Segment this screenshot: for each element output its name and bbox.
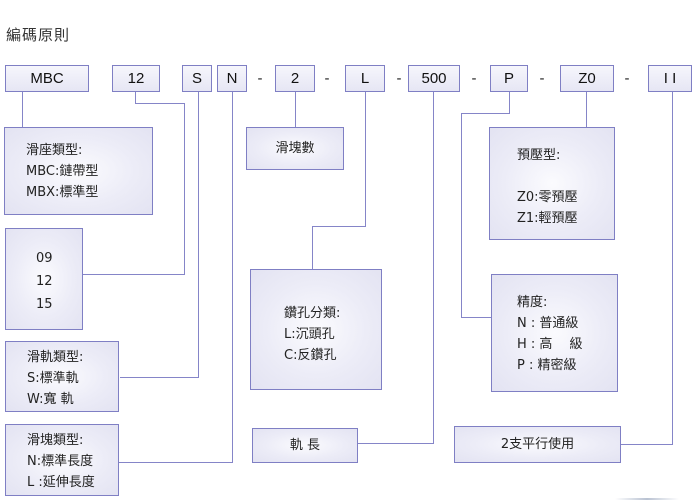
accuracy-heading: 精度:	[517, 295, 548, 310]
code-segment-parallel: I I	[648, 65, 692, 92]
size-option: 12	[36, 274, 53, 289]
accuracy-option: N : 普通級	[517, 316, 579, 331]
size-box: 09 12 15	[5, 228, 83, 330]
block-type-heading: 滑塊類型:	[27, 433, 84, 448]
connector-line	[586, 92, 587, 127]
connector-line	[312, 226, 366, 227]
hole-type-heading: 鑽孔分類:	[284, 306, 341, 321]
connector-line	[312, 226, 313, 269]
rail-type-box: 滑軌類型: S:標準軌 W:寬 軌	[5, 341, 119, 412]
rail-type-option: W:寬 軌	[27, 392, 74, 407]
block-count-label: 滑塊數	[275, 141, 315, 156]
hole-type-box: 鑽孔分類: L:沉頭孔 C:反鑽孔	[250, 269, 382, 390]
block-type-option: L :延伸長度	[27, 475, 95, 490]
connector-line	[461, 113, 462, 317]
code-separator: -	[257, 70, 263, 87]
hole-type-option: C:反鑽孔	[284, 348, 337, 363]
size-option: 15	[36, 297, 53, 312]
preload-box: 預壓型: Z0:零預壓 Z1:輕預壓	[489, 127, 615, 240]
accuracy-option: P : 精密級	[517, 358, 577, 373]
connector-line	[22, 92, 23, 127]
code-separator: -	[396, 70, 402, 87]
slide-seat-option: MBX:標準型	[26, 185, 99, 200]
connector-line	[135, 92, 136, 103]
connector-line	[135, 103, 185, 104]
rail-length-box: 軌 長	[252, 428, 358, 463]
slide-seat-option: MBC:鏈帶型	[26, 164, 99, 179]
connector-line	[119, 462, 233, 463]
block-type-box: 滑塊類型: N:標準長度 L :延伸長度	[5, 424, 119, 496]
connector-line	[461, 113, 510, 114]
rail-type-option: S:標準軌	[27, 371, 79, 386]
hole-type-option: L:沉頭孔	[284, 327, 335, 342]
slide-seat-type-box: 滑座類型: MBC:鏈帶型 MBX:標準型	[4, 127, 153, 215]
decorative-shadow	[615, 498, 679, 500]
accuracy-option: H : 高 級	[517, 337, 583, 352]
preload-option: Z1:輕預壓	[517, 211, 578, 226]
connector-line	[461, 317, 491, 318]
code-separator: -	[471, 70, 477, 87]
rail-type-heading: 滑軌類型:	[27, 350, 84, 365]
code-separator: -	[324, 70, 330, 87]
connector-line	[365, 92, 366, 227]
connector-line	[198, 92, 199, 377]
size-option: 09	[36, 251, 53, 266]
code-segment-block-count: 2	[275, 65, 315, 92]
connector-line	[232, 92, 233, 462]
preload-option: Z0:零預壓	[517, 190, 578, 205]
block-count-box: 滑塊數	[246, 127, 344, 170]
code-segment-rail-type: S	[182, 65, 212, 92]
block-type-option: N:標準長度	[27, 454, 94, 469]
code-segment-accuracy: P	[490, 65, 528, 92]
code-segment-hole-type: L	[345, 65, 385, 92]
connector-line	[357, 443, 434, 444]
connector-line	[509, 92, 510, 113]
connector-line	[83, 274, 185, 275]
code-segment-size: 12	[112, 65, 160, 92]
connector-line	[184, 103, 185, 275]
accuracy-box: 精度: N : 普通級 H : 高 級 P : 精密級	[491, 274, 618, 392]
connector-line	[120, 377, 199, 378]
code-segment-mbc: MBC	[5, 65, 89, 92]
connector-line	[672, 92, 673, 444]
page-title: 編碼原則	[6, 26, 71, 44]
code-separator: -	[539, 70, 545, 87]
connector-line	[620, 444, 673, 445]
connector-line	[295, 92, 296, 127]
code-segment-block-type: N	[217, 65, 247, 92]
parallel-use-label: 2支平行使用	[500, 437, 575, 452]
parallel-use-box: 2支平行使用	[454, 426, 621, 463]
code-segment-rail-length: 500	[408, 65, 460, 92]
connector-line	[433, 92, 434, 443]
slide-seat-heading: 滑座類型:	[26, 143, 83, 158]
preload-heading: 預壓型:	[517, 148, 561, 163]
code-separator: -	[624, 70, 630, 87]
rail-length-label: 軌 長	[289, 438, 321, 453]
code-segment-preload: Z0	[560, 65, 614, 92]
